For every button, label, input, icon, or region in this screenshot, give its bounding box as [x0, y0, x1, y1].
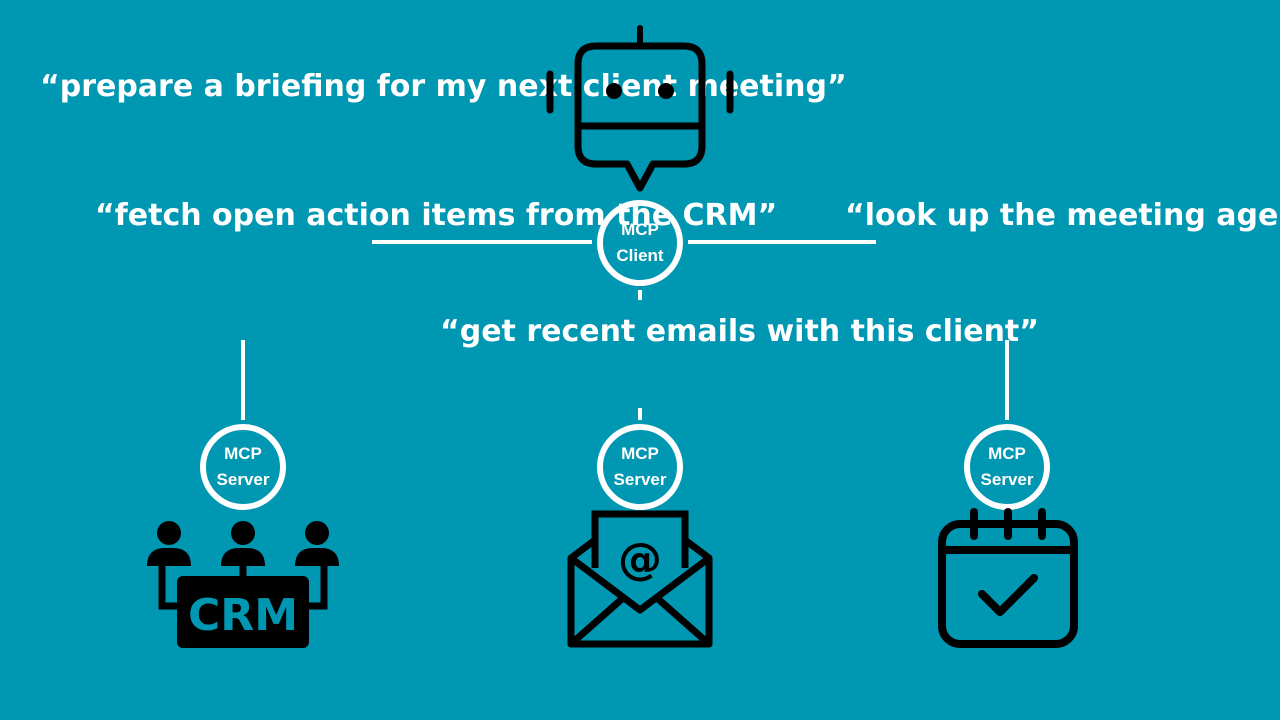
- crm-request-quote: “fetch open action items from the CRM”: [95, 198, 778, 233]
- connector-crm-server: [241, 340, 245, 420]
- crm-icon-label: CRM: [188, 590, 298, 641]
- mcp-server-label-line2: Server: [216, 470, 270, 489]
- mcp-client-node: MCP Client: [597, 200, 683, 286]
- calendar-request-quote: “look up the meeting agenda from the cal…: [845, 198, 1280, 233]
- email-at-symbol: @: [618, 534, 662, 585]
- user-request-quote: “prepare a briefing for my next client m…: [40, 69, 847, 104]
- mcp-server-node-crm: MCP Server: [200, 424, 286, 510]
- mcp-client-label-line2: Client: [616, 246, 664, 265]
- mcp-server-label-line2: Server: [980, 470, 1034, 489]
- mcp-server-label-line2: Server: [613, 470, 667, 489]
- email-request-quote: “get recent emails with this client”: [440, 314, 1039, 349]
- robot-icon: [546, 25, 734, 192]
- connector-email-server: [638, 408, 642, 420]
- calendar-check-icon: [938, 508, 1078, 648]
- email-envelope-icon: @: [567, 510, 713, 648]
- mcp-server-node-calendar: MCP Server: [964, 424, 1050, 510]
- connector-client-down: [638, 290, 642, 300]
- mcp-server-label-line1: MCP: [224, 444, 262, 463]
- mcp-server-label-line1: MCP: [621, 444, 659, 463]
- mcp-server-label-line1: MCP: [988, 444, 1026, 463]
- mcp-client-label-line1: MCP: [621, 220, 659, 239]
- connector-calendar-server: [1005, 340, 1009, 420]
- crm-people-icon: CRM: [147, 521, 339, 648]
- connector-client-right: [688, 240, 876, 244]
- mcp-server-node-email: MCP Server: [597, 424, 683, 510]
- connector-client-left: [372, 240, 592, 244]
